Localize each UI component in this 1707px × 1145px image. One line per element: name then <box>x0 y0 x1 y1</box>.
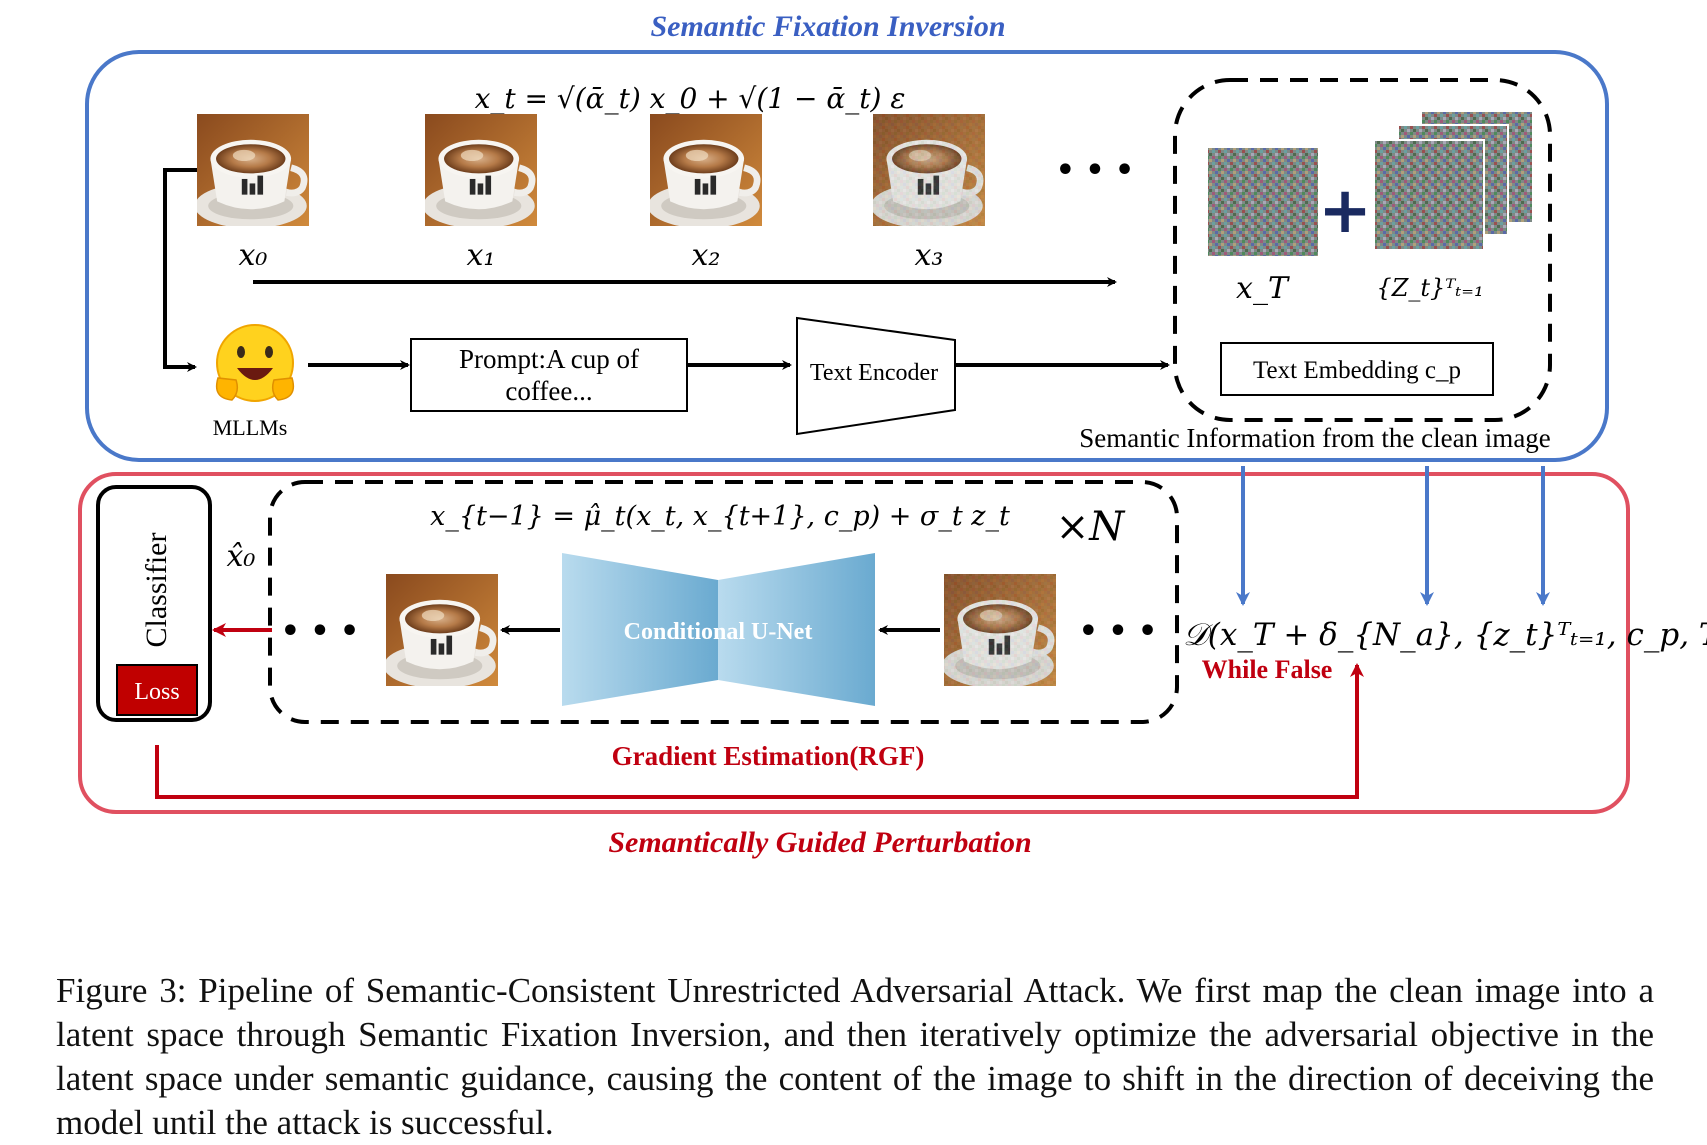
latent-label-xT: x_T <box>1236 271 1290 306</box>
while-false-label: While False <box>1202 655 1333 684</box>
text-encoder-block <box>796 316 956 436</box>
d-expression: 𝒟(x_T + δ_{N_a}, {z_t}ᵀₜ₌₁, c_p, T) <box>1183 617 1707 653</box>
mllm-hugging-face-icon <box>215 324 295 402</box>
bottom-ellipsis-left: • • • <box>281 614 359 649</box>
reverse-step-equation: x_{t−1} = μ̂_t(x_t, x_{t+1}, c_p) + σ_t … <box>430 501 1010 532</box>
frame-label-x1: x₁ <box>467 238 496 273</box>
latent-label-z: {Z_t}ᵀₜ₌₁ <box>1376 274 1483 302</box>
bottom-section-title: Semantically Guided Perturbation <box>608 826 1031 859</box>
x0-to-mllm-connector <box>163 168 197 372</box>
loss-box <box>116 664 198 716</box>
latent-noise-stack-z <box>1373 112 1532 251</box>
conditional-unet-block <box>562 553 718 706</box>
frame-label-x0: x₀ <box>239 238 268 273</box>
denoised-output-image <box>384 574 498 688</box>
loss-label: Loss <box>134 679 179 705</box>
frame-image-x2 <box>648 114 762 228</box>
bottom-ellipsis-right: • • • <box>1079 614 1157 649</box>
frame-image-x3 <box>873 114 985 226</box>
semantic-info-label: Semantic Information from the clean imag… <box>1079 423 1551 453</box>
pipeline-diagram: Semantic Fixation Inversion x_t = √(ᾱ_t)… <box>78 10 1707 859</box>
prompt-box <box>410 338 688 412</box>
figure-caption: Figure 3: Pipeline of Semantic-Consisten… <box>56 971 1654 1142</box>
forward-diffusion-equation: x_t = √(ᾱ_t) x_0 + √(1 − ᾱ_t) ε <box>475 82 906 115</box>
semantically-guided-perturbation-frame <box>78 472 1630 814</box>
latent-dashed-box <box>1173 78 1552 422</box>
text-embedding-label: Text Embedding c_p <box>1253 357 1461 384</box>
frame-image-x1 <box>423 114 537 228</box>
conditional-unet-block-right <box>718 553 875 706</box>
text-embedding-box <box>1220 342 1494 396</box>
gradient-estimation-label: Gradient Estimation(RGF) <box>612 741 925 771</box>
frame-image-x0 <box>195 114 309 228</box>
top-section-title: Semantic Fixation Inversion <box>650 10 1005 43</box>
text-encoder-label: Text Encoder <box>810 360 938 386</box>
top-ellipsis: • • • <box>1056 153 1134 188</box>
denoise-loop-dashed-box <box>268 480 1179 724</box>
classifier-box <box>96 485 212 722</box>
feedback-loop-arrow <box>155 663 1364 799</box>
latent-noise-xT <box>1208 148 1318 256</box>
x0-hat-label: x̂₀ <box>227 539 256 574</box>
mllm-label: MLLMs <box>213 415 288 440</box>
plus-symbol: + <box>1318 174 1372 248</box>
unet-label: Conditional U-Net <box>624 619 813 645</box>
classifier-label: Classifier <box>140 533 173 648</box>
frame-label-x3: x₃ <box>915 238 944 273</box>
noisy-input-image <box>944 574 1056 686</box>
semantic-fixation-inversion-frame <box>85 50 1609 462</box>
repeat-n-label: ×N <box>1056 504 1127 550</box>
prompt-text-line1: Prompt:A cup of <box>459 344 639 374</box>
prompt-text-line2: coffee... <box>505 376 592 406</box>
frame-label-x2: x₂ <box>692 238 721 273</box>
